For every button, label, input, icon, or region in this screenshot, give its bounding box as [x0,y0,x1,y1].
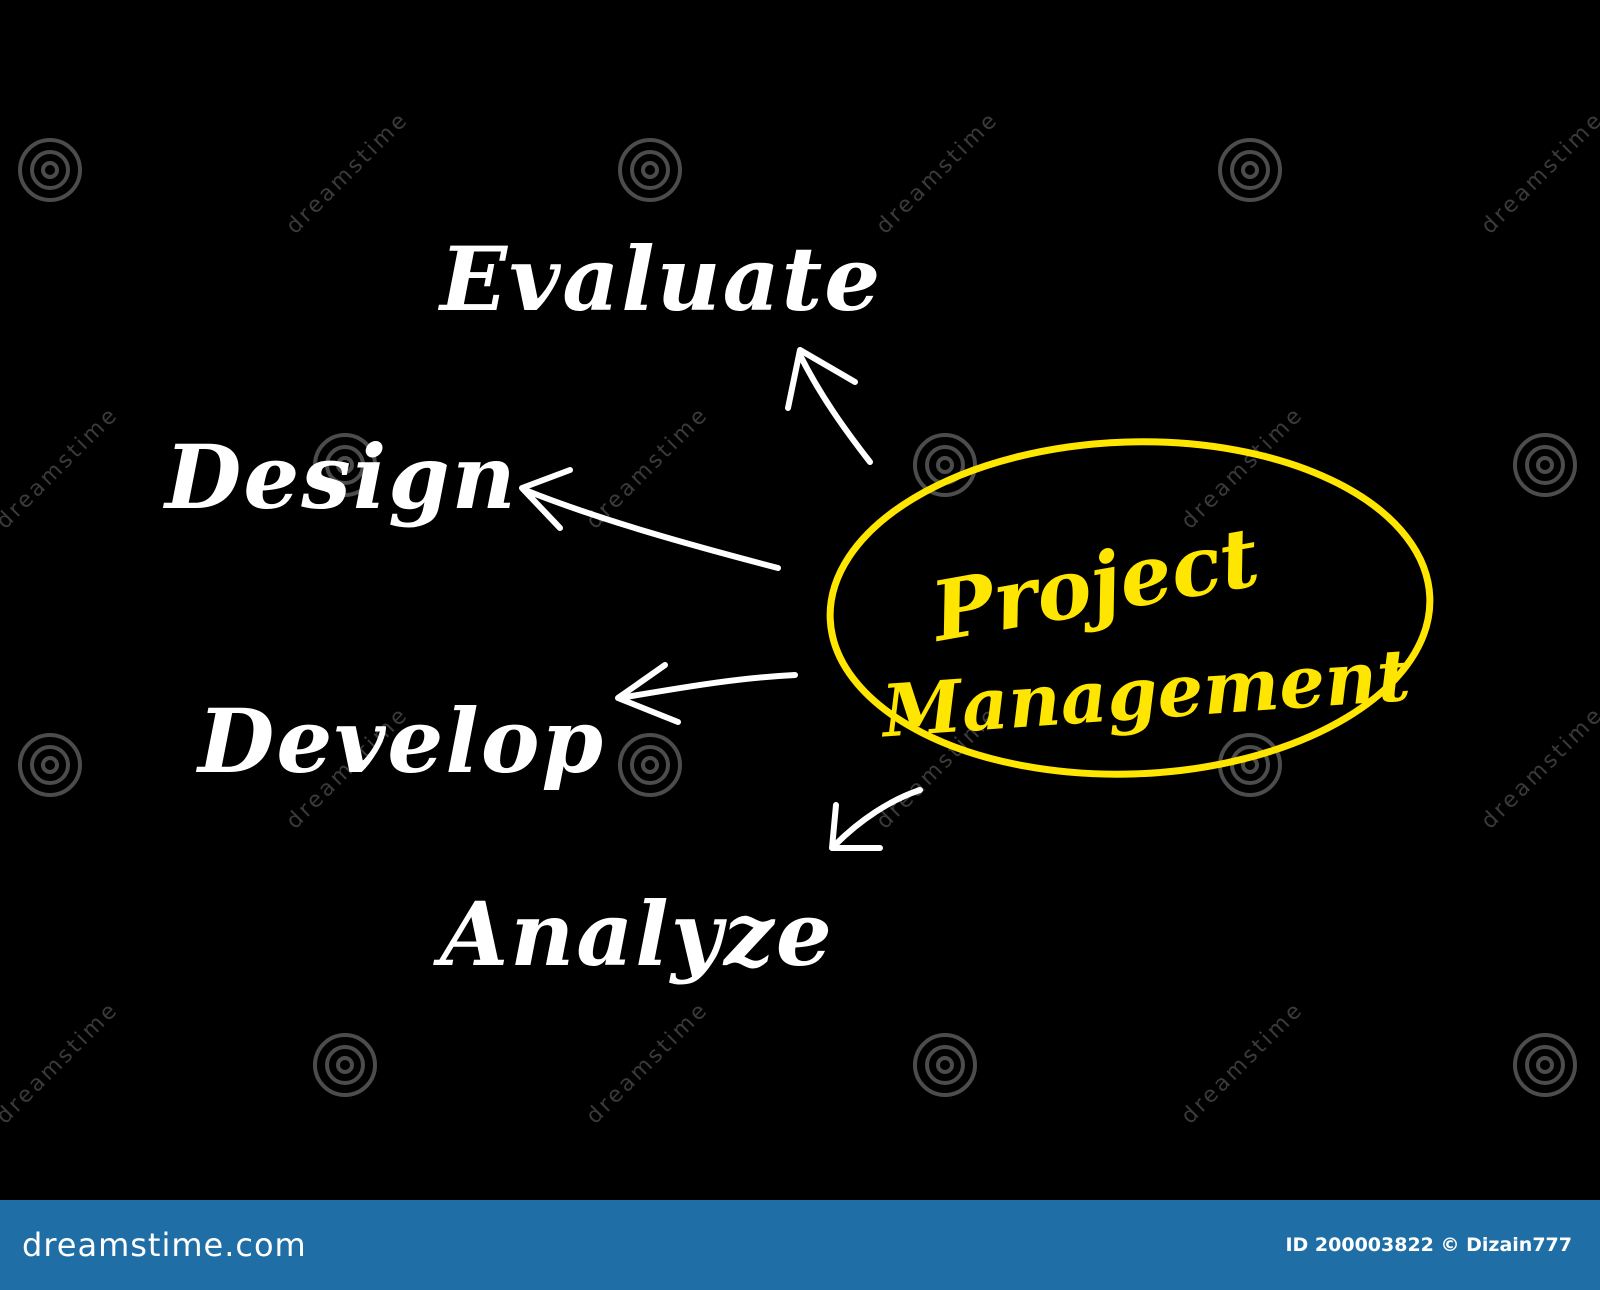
watermark-spiral-icon [18,138,82,202]
arrow-to-develop [615,662,798,725]
watermark-spiral-icon [913,1033,977,1097]
arrow-to-analyze [829,787,923,851]
image-id: ID 200003822 [1285,1234,1434,1256]
node-design: Design [162,425,518,529]
watermark-spiral-icon [313,433,377,497]
watermark-spiral-icon [913,433,977,497]
mind-map: dreamstime dreamstime dreamstime dreamst… [0,107,1600,1129]
center-node: Project Management [826,438,1434,778]
watermark-text: dreamstime [0,402,124,534]
arrow-to-evaluate [785,347,873,465]
watermark-text: dreamstime [872,107,1004,239]
center-label-line1: Project [923,509,1266,661]
footer-logo: dreamstime.com [22,1226,307,1264]
node-analyze: Analyze [433,882,834,986]
watermark-text: dreamstime [0,997,124,1129]
watermark-text: dreamstime [1177,997,1309,1129]
watermark-text: dreamstime [1477,702,1600,834]
watermark-spiral-icon [18,733,82,797]
footer-credit: ID 200003822 © Dizain777 [1285,1234,1572,1256]
arrow-to-design [519,467,781,571]
watermark-spiral-icon [1513,1033,1577,1097]
watermark-spiral-icon [618,138,682,202]
node-evaluate: Evaluate [437,227,882,331]
watermark-spiral-icon [1218,138,1282,202]
node-develop: Develop [195,689,605,793]
watermark-spiral-icon [618,733,682,797]
watermark-spiral-icon [313,1033,377,1097]
center-ellipse [826,438,1434,778]
watermark-text: dreamstime [582,997,714,1129]
author-credit: © Dizain777 [1440,1234,1572,1256]
watermark-spiral-icon [1513,433,1577,497]
watermark-text: dreamstime [1477,107,1600,239]
watermark-footer: dreamstime.com ID 200003822 © Dizain777 [0,1200,1600,1290]
watermark-text: dreamstime [282,107,414,239]
